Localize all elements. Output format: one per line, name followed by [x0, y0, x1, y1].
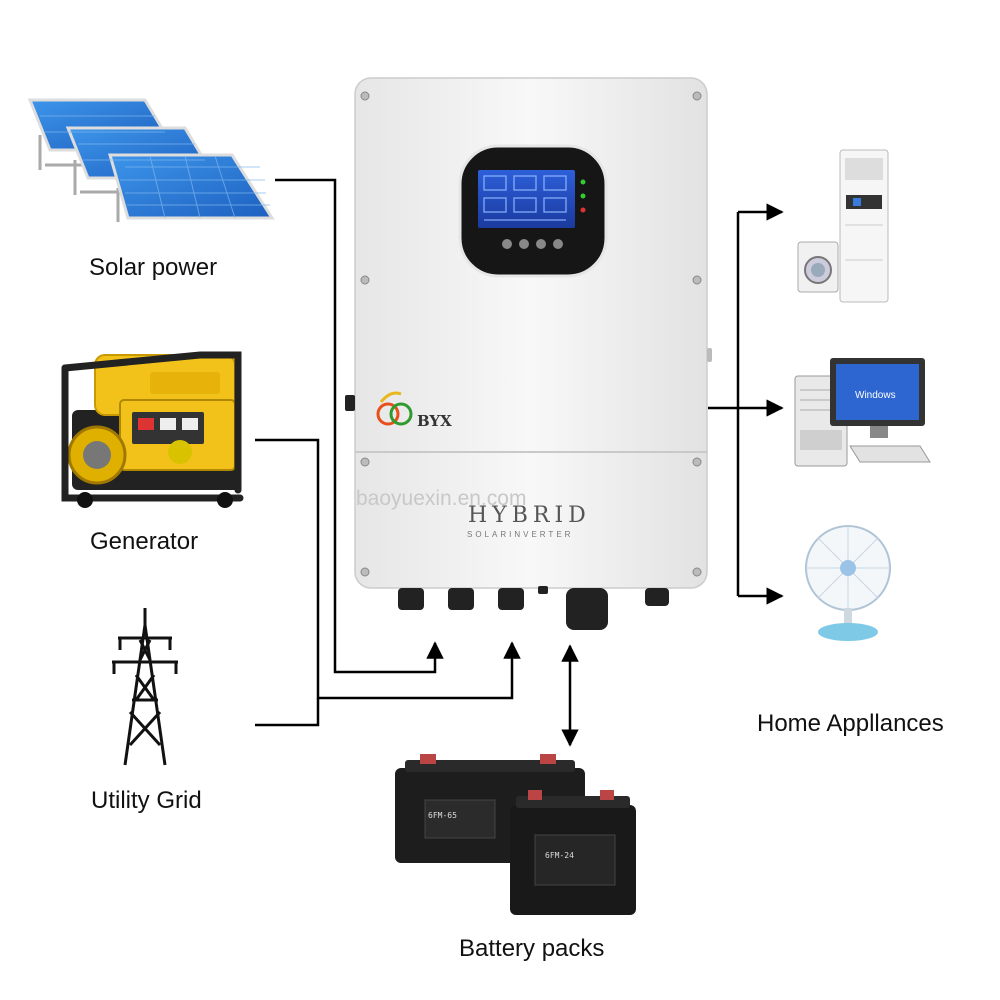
- solar-panels-icon: [30, 100, 272, 222]
- inverter-display: [460, 146, 606, 276]
- product-subtitle: SOLARINVERTER: [467, 530, 573, 539]
- display-button-3[interactable]: [536, 239, 546, 249]
- grid-label: Utility Grid: [91, 787, 202, 814]
- generator-label: Generator: [90, 528, 198, 555]
- watermark-text: baoyuexin.en.com: [356, 487, 526, 510]
- battery-label: Battery packs: [459, 935, 604, 962]
- display-button-2[interactable]: [519, 239, 529, 249]
- fan-icon: [806, 526, 890, 641]
- power-tower-icon: [112, 608, 178, 765]
- battery-model-a: 6FM-65: [428, 811, 457, 820]
- solar-label: Solar power: [89, 254, 217, 281]
- grid-line: [255, 698, 318, 725]
- washing-machine-icon: [798, 242, 838, 292]
- air-conditioner-icon: [840, 150, 888, 302]
- cable-glands: [398, 586, 669, 630]
- appliances-label: Home Appllances: [757, 710, 944, 737]
- computer-icon: Windows: [795, 358, 930, 466]
- battery-model-b: 6FM-24: [545, 851, 574, 860]
- inverter-unit: BYX HYBRID SOLARINVERTER baoyuexin.en.co…: [345, 78, 712, 630]
- display-button-1[interactable]: [502, 239, 512, 249]
- battery-icon: 6FM-65 6FM-24: [395, 754, 636, 915]
- brand-name: BYX: [417, 412, 452, 430]
- monitor-text: Windows: [855, 390, 896, 401]
- generator-icon: [65, 355, 240, 508]
- display-button-4[interactable]: [553, 239, 563, 249]
